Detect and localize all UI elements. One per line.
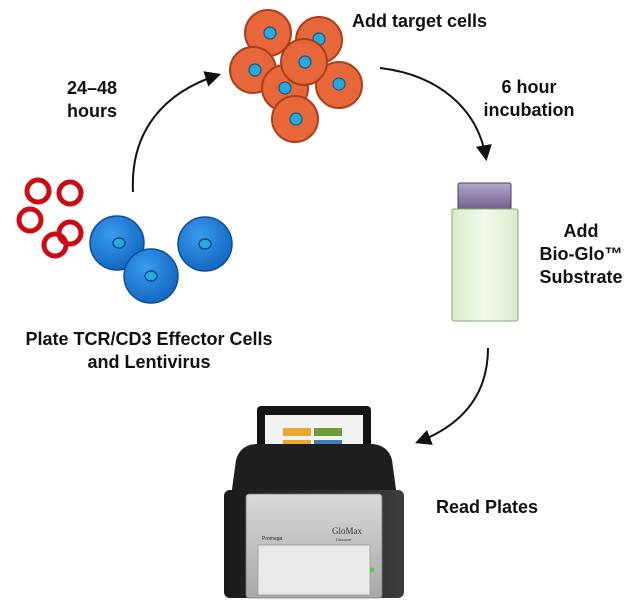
instrument-model-sub: Discover [336,537,352,542]
arrow-to-read-plates [415,347,489,445]
target-cell [271,95,319,143]
label-incubation: 6 hour incubation [483,77,575,120]
effector-cell [89,215,145,271]
effector-cell [123,248,179,304]
target-cells-cluster [229,9,363,143]
plate-reader-instrument: Promega GloMax Discover [224,406,404,599]
target-cell [244,9,292,57]
target-cell [280,38,328,86]
effector-cell [177,216,233,272]
lentivirus-ring [16,206,44,234]
power-button-icon [369,567,375,573]
screen-tile [283,428,311,436]
lentivirus-ring [24,177,52,205]
instrument-model: GloMax [332,526,362,536]
target-cell [315,61,363,109]
label-read-plates: Read Plates [436,497,539,517]
label-wait-time: 24–48 hours [66,78,118,121]
effector-cells [89,215,233,304]
label-add-substrate: Add Bio-Glo™ Substrate [539,221,623,287]
substrate-vial [451,182,519,322]
lentivirus-ring [56,219,84,247]
label-plate-effector-cells: Plate TCR/CD3 Effector Cells and Lentivi… [25,329,273,372]
arrow-to-substrate [379,67,492,162]
lentivirus-ring [56,179,84,207]
arrow-to-target-cells [131,71,222,193]
lentivirus-ring [41,231,69,259]
instrument-drawer [257,544,371,596]
lentivirus-particles [16,177,84,259]
label-add-target-cells: Add target cells [352,11,488,31]
vial-cap [457,182,512,211]
vial-body [451,208,519,322]
instrument-brand: Promega [262,536,283,542]
screen-tile [314,428,342,436]
